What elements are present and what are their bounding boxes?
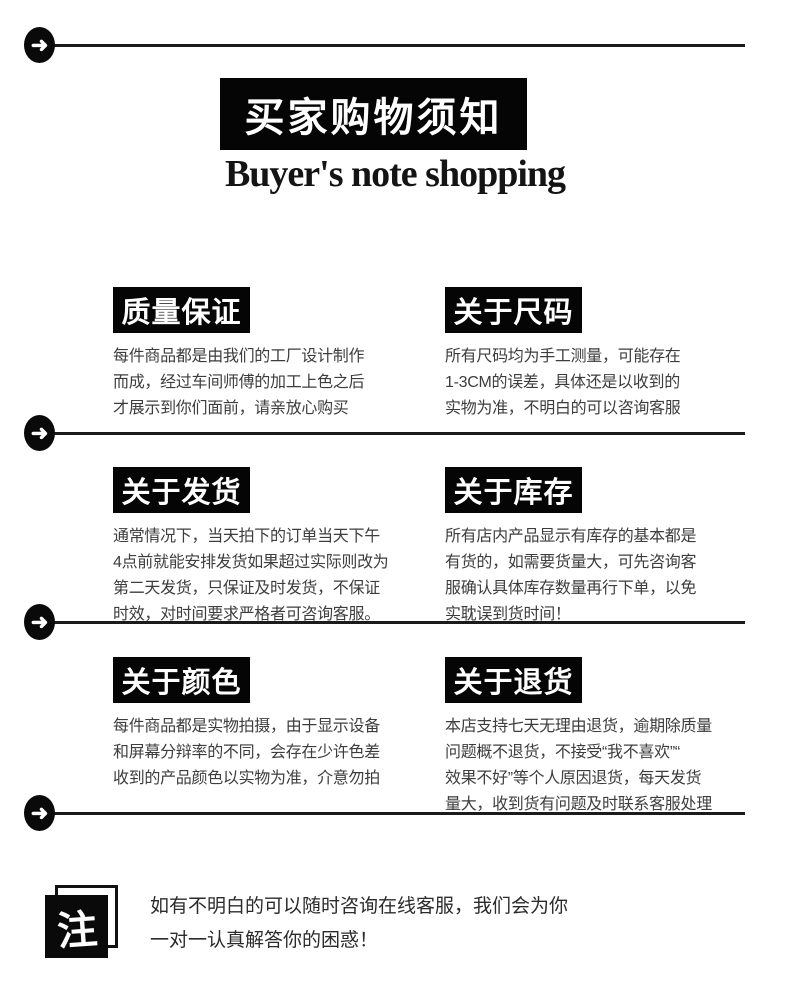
section-returns-title: 关于退货 xyxy=(445,657,582,703)
body-line: 第二天发货，只保证及时发货，不保证 xyxy=(113,580,380,597)
body-line: 所有尺码均为手工测量，可能存在 xyxy=(445,348,681,365)
section-shipping-body: 通常情况下，当天拍下的订单当天下午 4点前就能安排发货如果超过实际则改为 第二天… xyxy=(113,524,403,628)
section-quality-title: 质量保证 xyxy=(113,287,250,333)
body-line: 问题概不退货，不接受“我不喜欢”“ xyxy=(445,744,680,761)
body-line: 才展示到你们面前，请亲放心购买 xyxy=(113,400,349,417)
section-size-title: 关于尺码 xyxy=(445,287,582,333)
note-line: 一对一认真解答你的困惑！ xyxy=(150,930,379,951)
body-line: 量大，收到货有问题及时联系客服处理 xyxy=(445,796,712,813)
page-title-box: 买家购物须知 xyxy=(220,78,527,150)
note-badge-icon: 注 xyxy=(45,895,108,958)
note-badge: 注 xyxy=(45,885,118,958)
body-line: 效果不好”等个人原因退货，每天发货 xyxy=(445,770,702,787)
body-line: 每件商品都是实物拍摄，由于显示设备 xyxy=(113,718,380,735)
arrow-right-icon: ➜ xyxy=(24,795,55,831)
section-returns: 关于退货 本店支持七天无理由退货，逾期除质量 问题概不退货，不接受“我不喜欢”“… xyxy=(445,657,735,818)
body-line: 4点前就能安排发货如果超过实际则改为 xyxy=(113,554,389,571)
body-line: 而成，经过车间师傅的加工上色之后 xyxy=(113,374,365,391)
arrow-right-icon: ➜ xyxy=(24,415,55,451)
body-line: 有货的，如需要货量大，可先咨询客 xyxy=(445,554,697,571)
body-line: 所有店内产品显示有库存的基本都是 xyxy=(445,528,697,545)
divider-row2: ➜ xyxy=(24,604,745,640)
section-color-body: 每件商品都是实物拍摄，由于显示设备 和屏幕分辩率的不同，会存在少许色差 收到的产… xyxy=(113,714,403,792)
body-line: 服确认具体库存数量再行下单，以免 xyxy=(445,580,697,597)
section-color: 关于颜色 每件商品都是实物拍摄，由于显示设备 和屏幕分辩率的不同，会存在少许色差… xyxy=(113,657,403,792)
body-line: 本店支持七天无理由退货，逾期除质量 xyxy=(445,718,712,735)
arrow-right-icon: ➜ xyxy=(24,604,55,640)
section-shipping-title: 关于发货 xyxy=(113,467,250,513)
body-line: 收到的产品颜色以实物为准，介意勿拍 xyxy=(113,770,380,787)
section-shipping: 关于发货 通常情况下，当天拍下的订单当天下午 4点前就能安排发货如果超过实际则改… xyxy=(113,467,403,628)
section-size: 关于尺码 所有尺码均为手工测量，可能存在 1-3CM的误差，具体还是以收到的 实… xyxy=(445,287,735,422)
body-line: 时效，对时间要求严格者可咨询客服。 xyxy=(113,606,380,623)
divider-top: ➜ xyxy=(24,27,745,63)
section-returns-body: 本店支持七天无理由退货，逾期除质量 问题概不退货，不接受“我不喜欢”“ 效果不好… xyxy=(445,714,735,818)
page-subtitle: Buyer's note shopping xyxy=(224,153,566,195)
section-stock: 关于库存 所有店内产品显示有库存的基本都是 有货的，如需要货量大，可先咨询客 服… xyxy=(445,467,735,628)
page-title: 买家购物须知 xyxy=(244,96,503,140)
note-badge-label: 注 xyxy=(55,907,99,954)
section-stock-title: 关于库存 xyxy=(445,467,582,513)
body-line: 实耽误到货时间！ xyxy=(445,606,571,623)
body-line: 通常情况下，当天拍下的订单当天下午 xyxy=(113,528,380,545)
divider-line xyxy=(34,812,745,815)
section-quality: 质量保证 每件商品都是由我们的工厂设计制作 而成，经过车间师傅的加工上色之后 才… xyxy=(113,287,403,422)
section-stock-body: 所有店内产品显示有库存的基本都是 有货的，如需要货量大，可先咨询客 服确认具体库… xyxy=(445,524,735,628)
divider-line xyxy=(34,432,745,435)
body-line: 每件商品都是由我们的工厂设计制作 xyxy=(113,348,365,365)
divider-row1: ➜ xyxy=(24,415,745,451)
section-quality-body: 每件商品都是由我们的工厂设计制作 而成，经过车间师傅的加工上色之后 才展示到你们… xyxy=(113,344,403,422)
section-color-title: 关于颜色 xyxy=(113,657,250,703)
body-line: 实物为准，不明白的可以咨询客服 xyxy=(445,400,681,417)
note-text: 如有不明白的可以随时咨询在线客服，我们会为你 一对一认真解答你的困惑！ xyxy=(150,890,568,958)
divider-line xyxy=(34,621,745,624)
note-line: 如有不明白的可以随时咨询在线客服，我们会为你 xyxy=(150,896,569,917)
section-size-body: 所有尺码均为手工测量，可能存在 1-3CM的误差，具体还是以收到的 实物为准，不… xyxy=(445,344,735,422)
body-line: 1-3CM的误差，具体还是以收到的 xyxy=(445,374,680,391)
arrow-right-icon: ➜ xyxy=(24,27,55,63)
body-line: 和屏幕分辩率的不同，会存在少许色差 xyxy=(113,744,380,761)
divider-line xyxy=(34,44,745,47)
divider-row3: ➜ xyxy=(24,795,745,831)
